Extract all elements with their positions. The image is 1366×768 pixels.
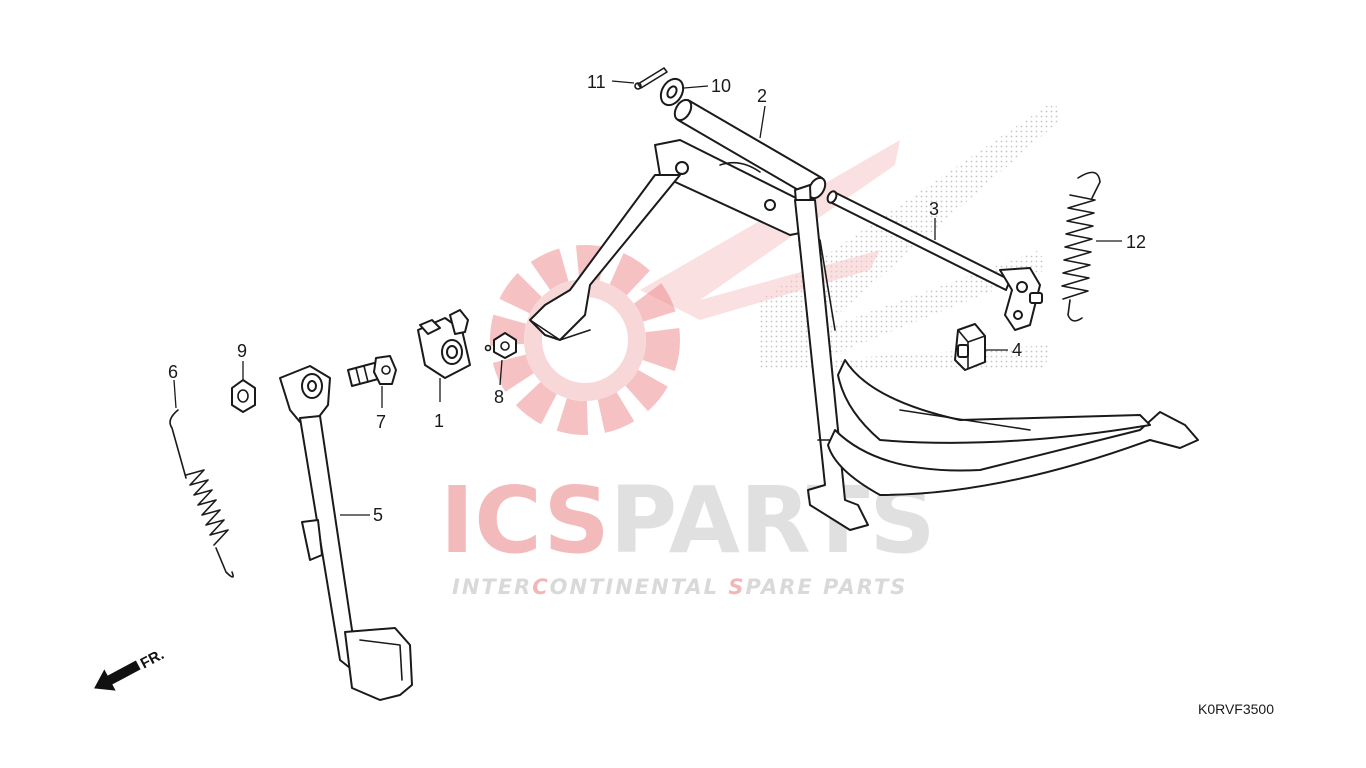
callout-4[interactable]: 4: [1012, 340, 1022, 360]
spring-coils-6: [185, 469, 229, 546]
part-9-collar-nut[interactable]: [231, 379, 256, 413]
callout-11[interactable]: 11: [587, 72, 606, 92]
wing-accent-watermark: [640, 140, 900, 320]
callout-2[interactable]: 2: [757, 86, 767, 106]
watermark-tagline: INTERCONTINENTAL SPARE PARTS: [452, 575, 907, 599]
part-3-shaft[interactable]: [826, 190, 1043, 331]
callout-7[interactable]: 7: [376, 412, 386, 432]
callout-10[interactable]: 10: [711, 76, 731, 96]
callout-12[interactable]: 12: [1126, 232, 1146, 252]
part-1-bracket[interactable]: [417, 309, 471, 379]
part-7-bolt[interactable]: [347, 355, 397, 387]
part-11-cotter-pin[interactable]: [634, 67, 668, 90]
part-10-washer[interactable]: [656, 75, 687, 109]
part-6-spring[interactable]: [169, 409, 234, 578]
callout-8[interactable]: 8: [494, 387, 504, 407]
callout-3[interactable]: 3: [929, 199, 939, 219]
front-direction-indicator: FR.: [94, 646, 167, 691]
callout-5[interactable]: 5: [373, 505, 383, 525]
part-5-side-stand[interactable]: [279, 365, 413, 701]
callout-9[interactable]: 9: [237, 341, 247, 361]
part-12-spring[interactable]: [1061, 171, 1101, 322]
spring-coils-12: [1061, 194, 1096, 300]
part-4-stopper-rubber[interactable]: [954, 323, 986, 371]
front-label: FR.: [138, 646, 167, 672]
diagram-code: K0RVF3500: [1197, 701, 1274, 717]
callout-labels: 1 2 3 4 5 6 7 8 9 10 11 12: [168, 72, 1146, 525]
front-arrow-icon: [94, 660, 141, 691]
part-8-nut[interactable]: [484, 332, 517, 359]
callout-6[interactable]: 6: [168, 362, 178, 382]
part-2-main-stand[interactable]: [529, 97, 1199, 531]
callout-1[interactable]: 1: [434, 411, 444, 431]
callout-leaders: [173, 80, 1122, 516]
